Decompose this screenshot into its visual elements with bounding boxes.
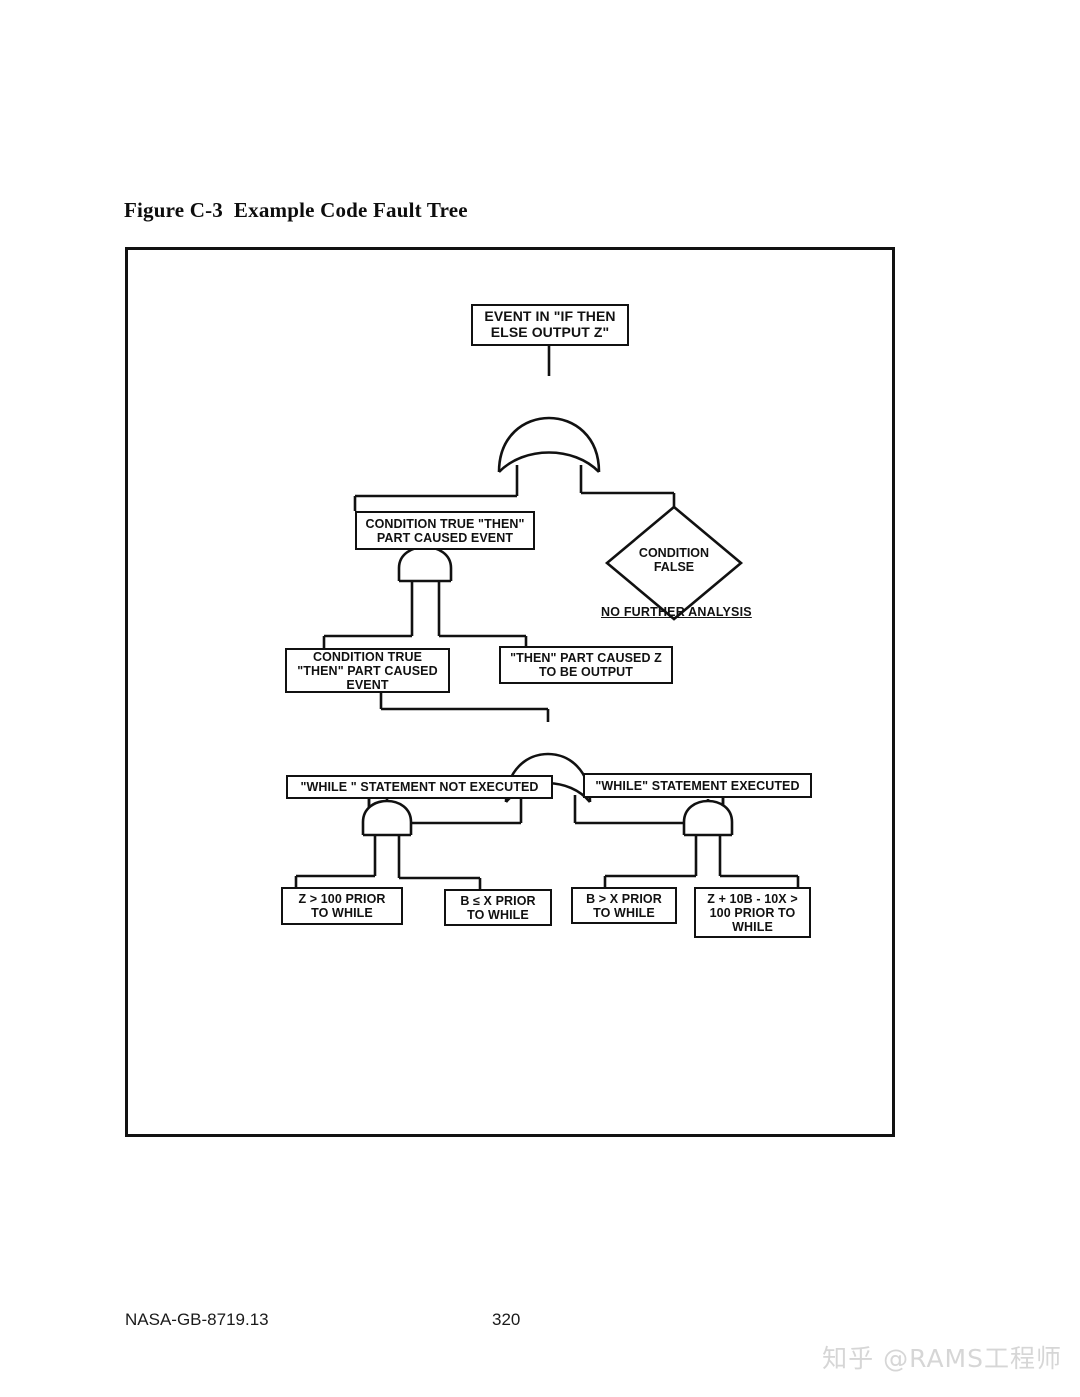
no-further-analysis-label: NO FURTHER ANALYSIS [601, 605, 752, 619]
node-z-greater-100[interactable]: Z > 100 PRIOR TO WHILE [281, 887, 403, 925]
footer-page-number: 320 [492, 1310, 521, 1329]
fault-tree-lineart [294, 346, 800, 889]
node-condition-true-then-part[interactable]: CONDITION TRUE "THEN" PART CAUSED EVENT [355, 511, 535, 550]
figure-frame: EVENT IN "IF THEN ELSE OUTPUT Z" CONDITI… [125, 247, 895, 1137]
node-z-10b-10x[interactable]: Z + 10B - 10X > 100 PRIOR TO WHILE [694, 887, 811, 938]
figure-title: Figure C-3 Example Code Fault Tree [124, 198, 468, 222]
node-condition-true-event[interactable]: CONDITION TRUE "THEN" PART CAUSED EVENT [285, 648, 450, 693]
node-while-executed[interactable]: "WHILE" STATEMENT EXECUTED [583, 773, 812, 798]
node-b-gt-x[interactable]: B > X PRIOR TO WHILE [571, 887, 677, 924]
node-while-not-executed[interactable]: "WHILE " STATEMENT NOT EXECUTED [286, 775, 553, 799]
footer-document-id: NASA-GB-8719.13 [125, 1310, 269, 1329]
node-top-event[interactable]: EVENT IN "IF THEN ELSE OUTPUT Z" [471, 304, 629, 346]
node-b-le-x[interactable]: B ≤ X PRIOR TO WHILE [444, 889, 552, 926]
watermark: 知乎 @RAMS工程师 [822, 1344, 1062, 1373]
node-condition-false-label: CONDITION FALSE [638, 546, 710, 575]
node-then-part-caused-z[interactable]: "THEN" PART CAUSED Z TO BE OUTPUT [499, 646, 673, 684]
